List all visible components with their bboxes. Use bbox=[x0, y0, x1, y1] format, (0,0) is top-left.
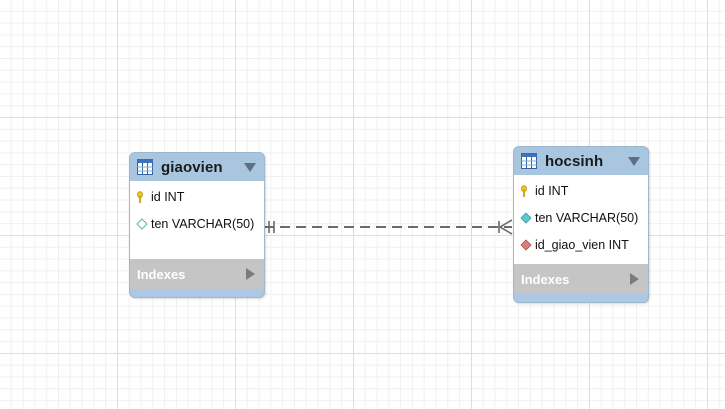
indexes-section[interactable]: Indexes bbox=[514, 264, 648, 294]
collapse-arrow-icon[interactable] bbox=[244, 162, 256, 172]
column-row-id[interactable]: id INT bbox=[130, 183, 264, 210]
column-label: id INT bbox=[535, 183, 569, 198]
indexes-label: Indexes bbox=[137, 266, 186, 282]
crows-foot bbox=[498, 219, 513, 235]
column-diamond-icon bbox=[136, 217, 148, 230]
collapse-arrow-icon[interactable] bbox=[628, 156, 640, 166]
column-diamond-icon bbox=[520, 211, 532, 224]
column-label: id_giao_vien INT bbox=[535, 237, 629, 252]
entity-columns: id INT ten VARCHAR(50) bbox=[130, 181, 264, 259]
column-label: id INT bbox=[151, 189, 185, 204]
indexes-label: Indexes bbox=[521, 271, 570, 287]
column-label: ten VARCHAR(50) bbox=[151, 216, 255, 231]
entity-title: giaovien bbox=[161, 158, 223, 176]
entity-footer bbox=[130, 289, 264, 297]
primary-key-icon bbox=[137, 190, 143, 203]
column-row-id-giao-vien[interactable]: id_giao_vien INT bbox=[514, 231, 648, 258]
entity-header[interactable]: hocsinh bbox=[514, 147, 648, 175]
table-icon bbox=[521, 153, 537, 169]
entity-columns: id INT ten VARCHAR(50) id_giao_vien INT bbox=[514, 175, 648, 264]
foreign-key-diamond-icon bbox=[520, 238, 532, 251]
entity-title: hocsinh bbox=[545, 152, 604, 170]
indexes-section[interactable]: Indexes bbox=[130, 259, 264, 289]
table-icon bbox=[137, 159, 153, 175]
column-label: ten VARCHAR(50) bbox=[535, 210, 639, 225]
primary-key-icon bbox=[521, 184, 527, 197]
entity-giaovien[interactable]: giaovien id INT ten VARCHAR(50) Indexes bbox=[129, 152, 265, 298]
expand-arrow-icon[interactable] bbox=[630, 273, 639, 285]
column-row-ten[interactable]: ten VARCHAR(50) bbox=[130, 210, 264, 237]
entity-header[interactable]: giaovien bbox=[130, 153, 264, 181]
entity-hocsinh[interactable]: hocsinh id INT ten VARCHAR(50) bbox=[513, 146, 649, 303]
expand-arrow-icon[interactable] bbox=[246, 268, 255, 280]
entity-footer bbox=[514, 294, 648, 302]
column-row-id[interactable]: id INT bbox=[514, 177, 648, 204]
column-row-ten[interactable]: ten VARCHAR(50) bbox=[514, 204, 648, 231]
